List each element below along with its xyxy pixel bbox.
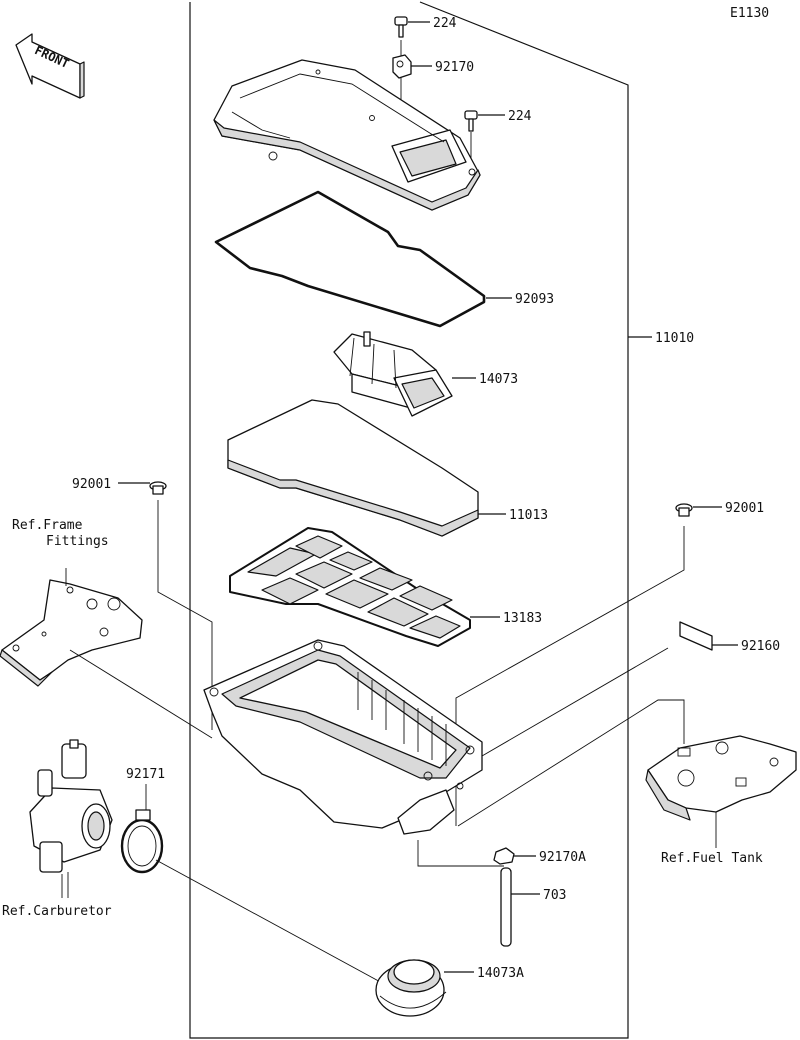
callout-14073: 14073 [479,372,518,387]
fuel-tank-bracket [645,735,797,821]
callout-224-top: 224 [433,16,457,31]
front-arrow-icon: FRONT [15,33,85,99]
callout-11010: 11010 [655,331,694,346]
callout-14073A: 14073A [477,966,524,981]
callout-92093: 92093 [515,292,554,307]
screen-13183 [229,527,471,647]
ref-frame-line2: Fittings [46,534,109,549]
diagram-code: E1130 [730,6,769,21]
duct-14073 [333,331,453,417]
callout-224-right: 224 [508,109,532,124]
air-cleaner-case [203,639,483,835]
callout-13183: 13183 [503,611,542,626]
axis-line-92170A [417,840,504,867]
clamp-92171 [120,809,164,874]
ref-frame-line1: Ref.Frame [12,518,83,533]
callout-92170: 92170 [435,60,474,75]
axis-line-fueltank [457,699,685,827]
carburetor [29,739,113,898]
pad-92160 [679,621,713,651]
callout-703: 703 [543,888,566,903]
callout-92170A: 92170A [539,850,586,865]
bolt-92001-right [675,503,693,517]
clip-92170 [392,54,412,79]
bolt-224-right [464,110,478,132]
element-11013 [227,399,479,537]
callout-92001-right: 92001 [725,501,764,516]
air-cleaner-cover [213,59,481,211]
callout-92160: 92160 [741,639,780,654]
boot-14073A [375,959,447,1017]
frame-connect-line [69,649,213,739]
bolt-224-top [394,16,408,38]
ref-carburetor: Ref.Carburetor [2,904,112,919]
tube-703 [500,867,512,947]
axis-line-92001a [157,500,213,730]
ref-fuel-tank: Ref.Fuel Tank [661,851,763,866]
callout-92171: 92171 [126,767,165,782]
gasket-92093 [214,190,486,328]
clip-92170A [493,847,515,865]
frame-fittings-bracket [0,579,143,687]
assembly-bracket-line [189,1,629,1039]
callout-92001-left: 92001 [72,477,111,492]
bolt-92001-left [149,481,167,495]
axis-line-92160 [481,647,669,757]
callout-11013: 11013 [509,508,548,523]
axis-line-92171 [155,859,385,985]
